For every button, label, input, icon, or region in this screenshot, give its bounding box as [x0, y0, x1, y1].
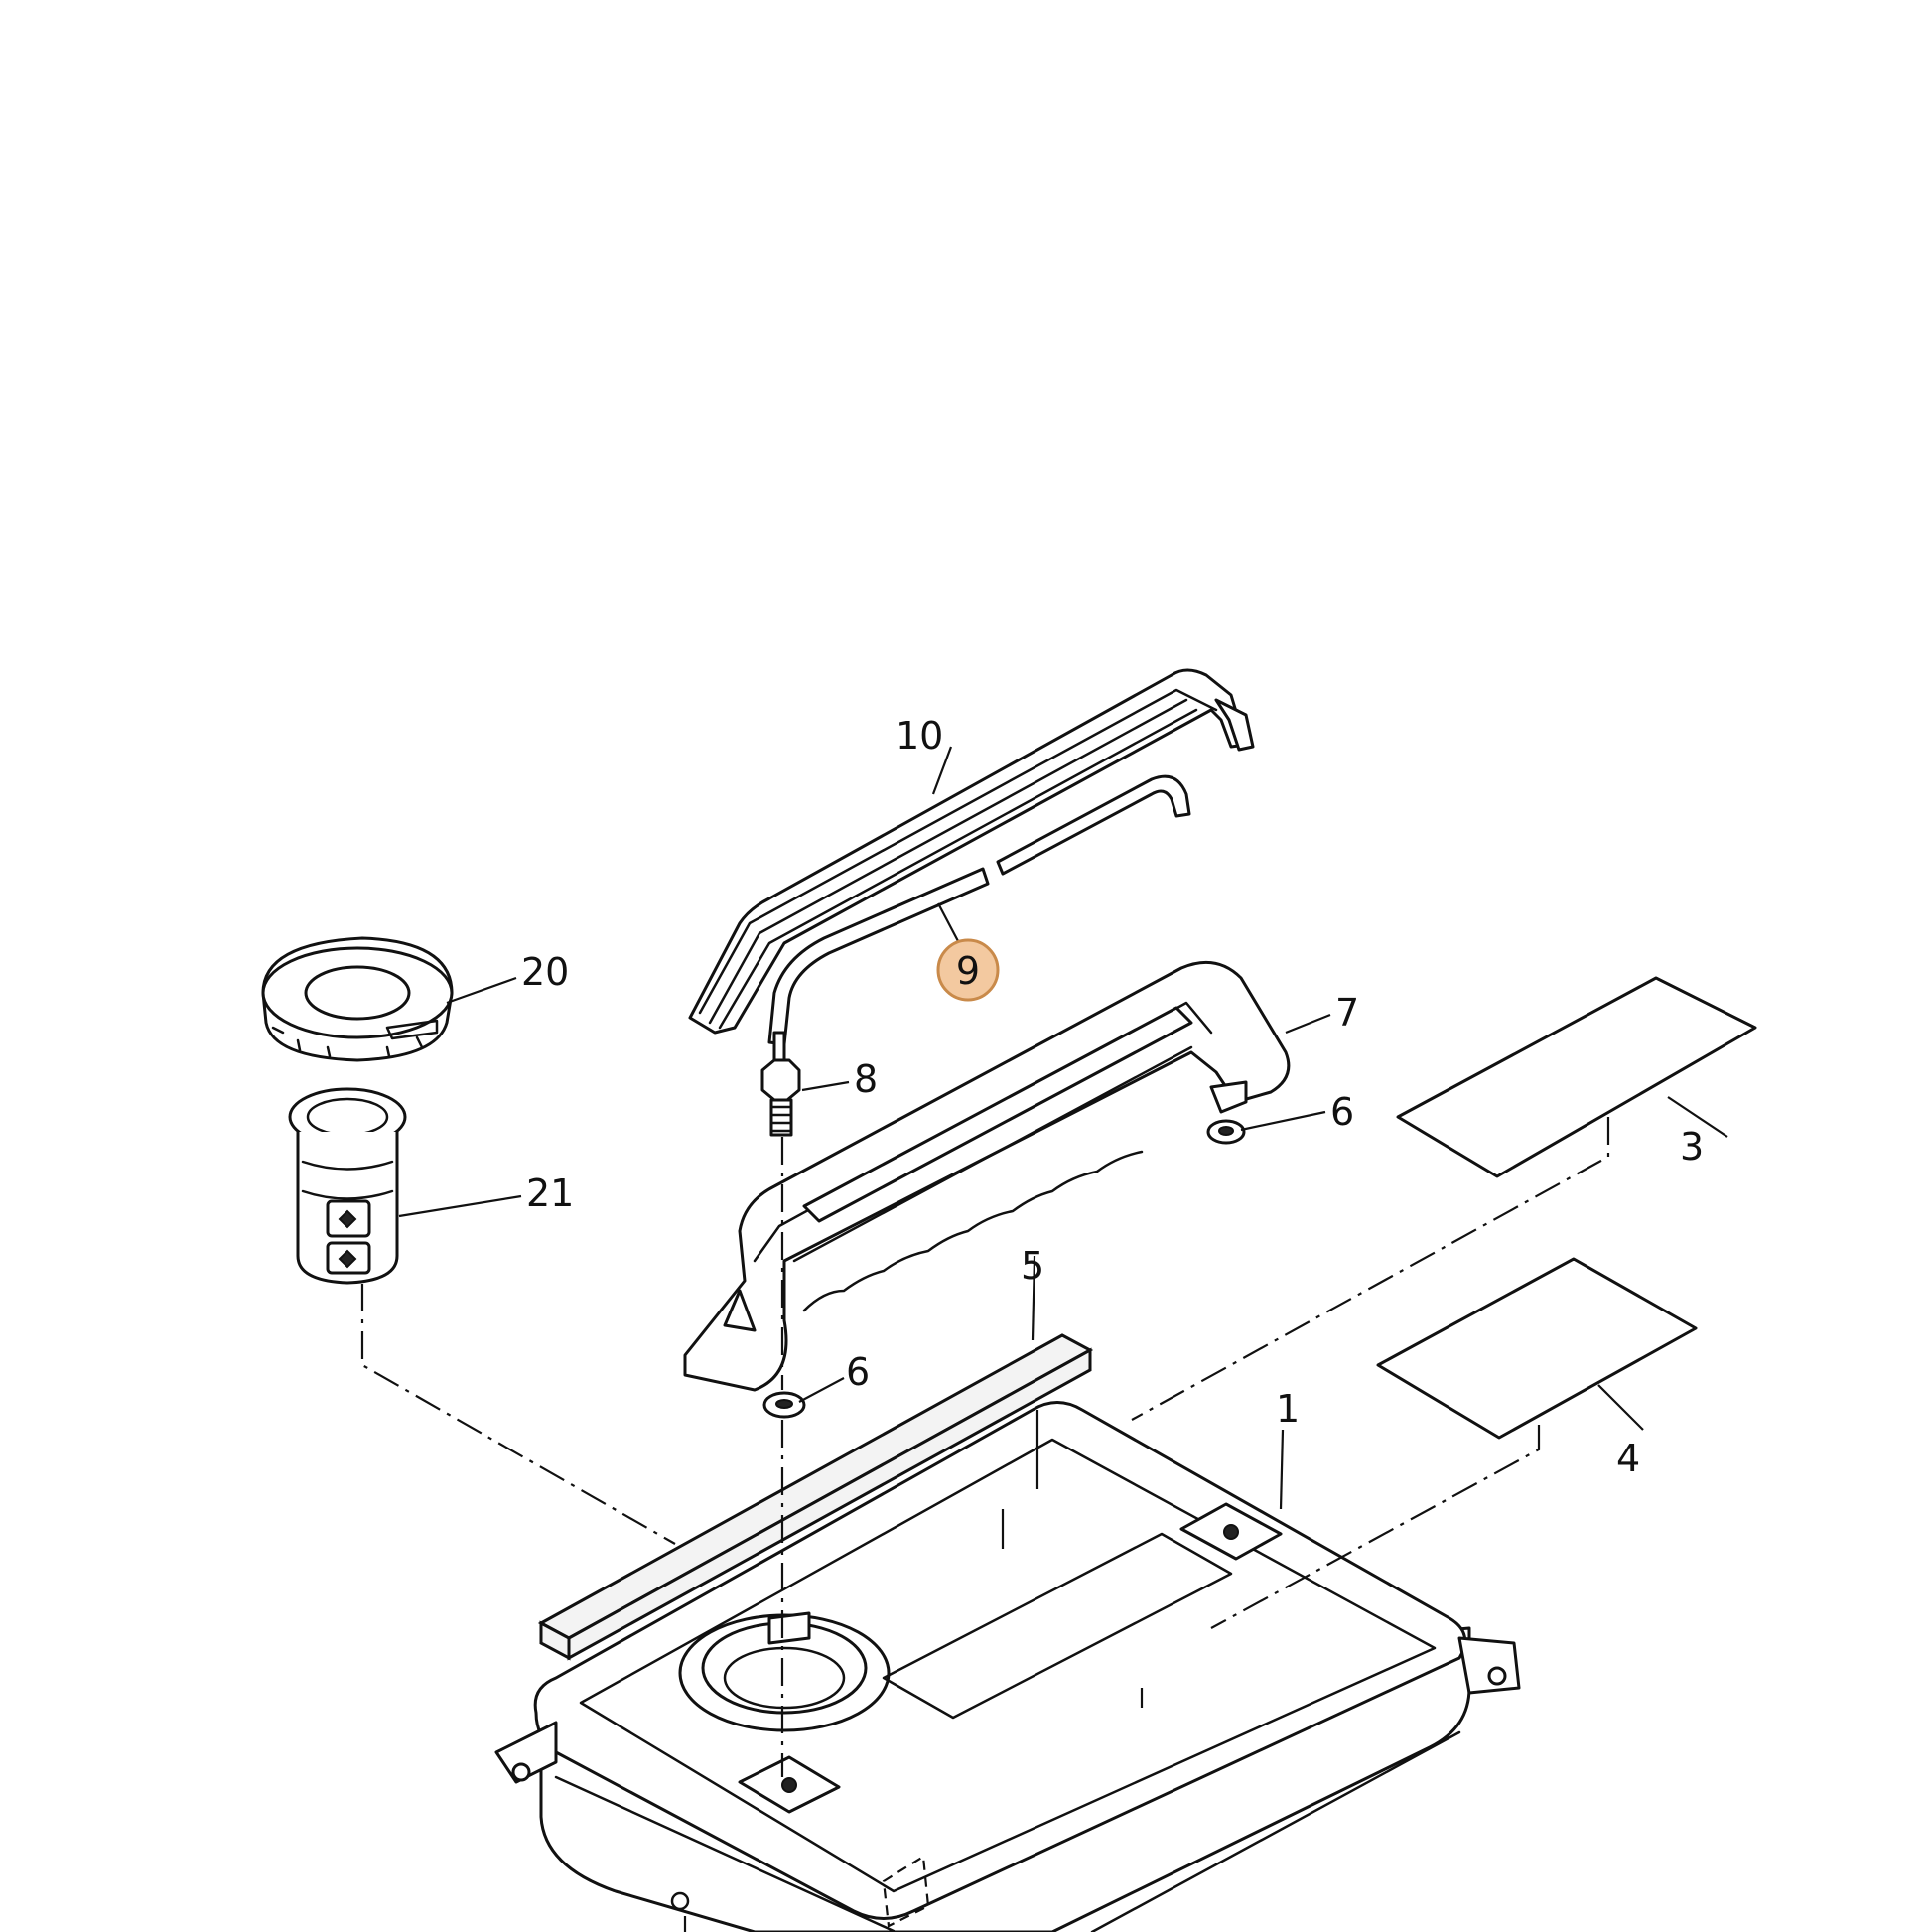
callout-10: 10 [896, 714, 943, 758]
leader-lines [398, 746, 1728, 1510]
handle-grip [683, 960, 1291, 1392]
callout-6-upper: 6 [1330, 1090, 1354, 1134]
callout-8: 8 [854, 1057, 878, 1101]
bolt [760, 1031, 801, 1137]
callout-7: 7 [1335, 991, 1359, 1035]
callout-6-lower: 6 [846, 1350, 870, 1394]
washer-lower [762, 1391, 806, 1419]
handle-cover [688, 668, 1255, 1035]
callout-9: 9 [956, 949, 980, 993]
handle-rod [767, 774, 1191, 1046]
foam-strip [537, 1333, 1094, 1661]
callout-21: 21 [526, 1172, 574, 1215]
assembly-lines [360, 1117, 1610, 1932]
washer-upper [1206, 1119, 1246, 1145]
callout-4: 4 [1616, 1437, 1640, 1480]
callout-1: 1 [1276, 1387, 1300, 1431]
callout-5: 5 [1021, 1244, 1044, 1288]
callout-20: 20 [521, 950, 569, 994]
callout-3: 3 [1680, 1125, 1704, 1169]
callout-9-highlight[interactable]: 9 [936, 938, 1000, 1002]
label-plate-3 [1396, 976, 1757, 1178]
fuel-strainer [288, 1087, 407, 1285]
fuel-tank [494, 1401, 1521, 1932]
label-plate-4 [1376, 1257, 1698, 1440]
fuel-cap [261, 936, 454, 1062]
callout-labels: 1 3 4 5 6 6 7 8 9 10 20 21 [521, 714, 1704, 1480]
